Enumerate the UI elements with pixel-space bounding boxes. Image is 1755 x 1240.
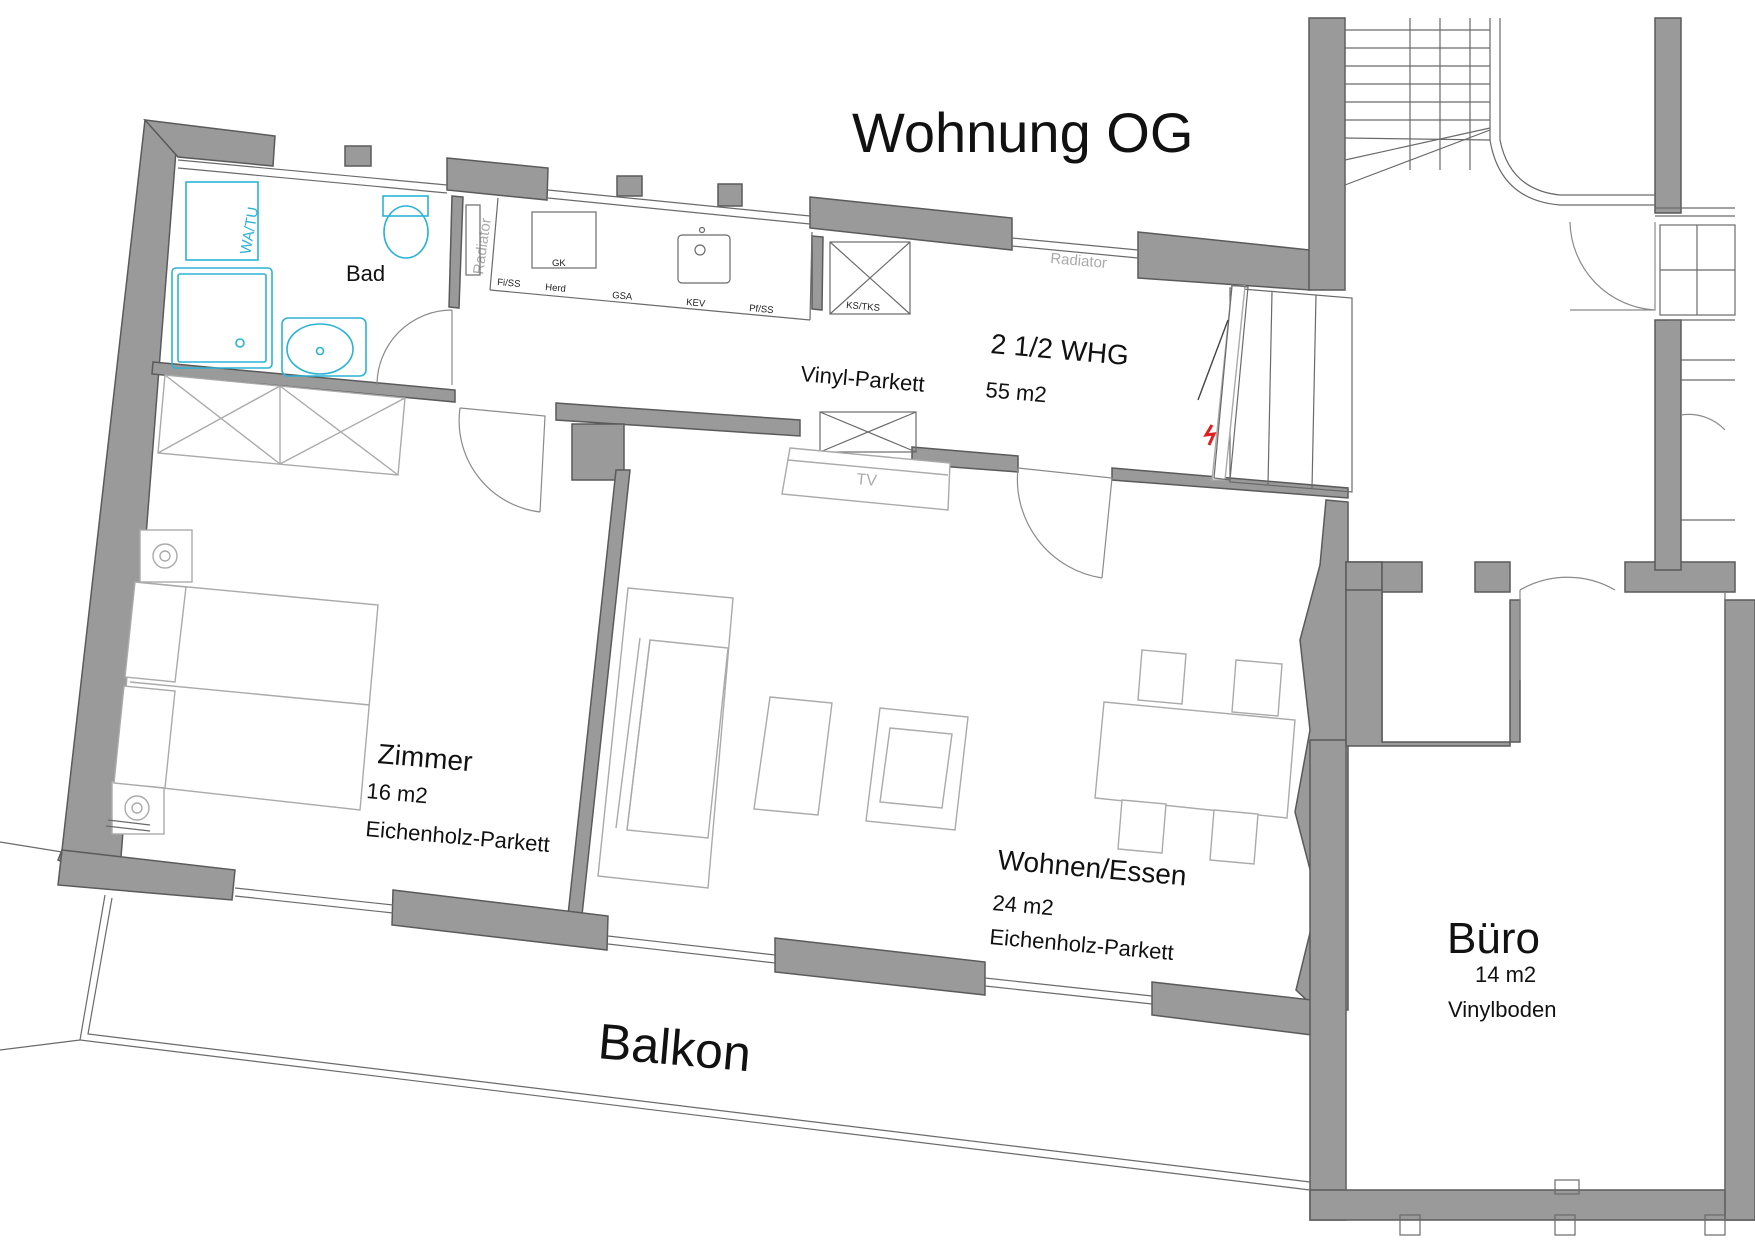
door-wohnen[interactable]	[1016, 467, 1113, 579]
wall-hall-bottom-3	[1111, 467, 1349, 499]
wall-top-3	[809, 196, 1013, 251]
kitchen: GK Fi/SS Herd GSA KEV Pf/SS Radiator	[465, 197, 813, 321]
kitchen-fi-ss: Fi/SS	[497, 277, 521, 290]
door-zimmer[interactable]	[458, 407, 546, 513]
entry-step	[1211, 285, 1353, 493]
kitchen-gk: GK	[552, 258, 566, 269]
wall-bottom-1	[57, 849, 236, 901]
wall-top-2	[446, 157, 549, 201]
wall-buero-mid	[1345, 589, 1521, 747]
room-name-zimmer: Zimmer	[376, 738, 473, 777]
wall-hall-bottom	[555, 402, 801, 437]
sink[interactable]	[677, 234, 731, 284]
walls	[57, 17, 1755, 1221]
dining-table	[1094, 701, 1296, 819]
kitchen-gsa: GSA	[612, 290, 634, 303]
ks-tks-cabinet	[829, 241, 911, 315]
room-floor-zimmer: Eichenholz-Parkett	[365, 816, 551, 857]
wall-stair-right-2	[1654, 319, 1682, 571]
chair-2	[1231, 659, 1283, 717]
chair-1	[1137, 649, 1187, 705]
pillow-1	[124, 581, 187, 683]
coffee-table	[753, 696, 833, 816]
chair-4	[1209, 809, 1259, 865]
labels: Wohnung OG Bad 2 1/2 WHG 55 m2 Vinyl-Par…	[346, 101, 1556, 1082]
stair-handrail	[1489, 18, 1655, 206]
wall-bath-right	[448, 195, 464, 309]
shower	[171, 267, 273, 369]
wall-stair	[1308, 17, 1346, 291]
wall-top-4	[1137, 231, 1311, 291]
toilet[interactable]	[382, 195, 429, 217]
wall-bottom-3	[774, 937, 986, 996]
doors	[376, 221, 1726, 680]
stair-treads	[1344, 18, 1491, 186]
hall-cabinet	[819, 411, 917, 453]
wall-top-1	[143, 119, 276, 167]
wall-post-3	[717, 183, 743, 207]
windows	[177, 159, 1153, 1005]
kitchen-pf-ss: Pf/SS	[749, 303, 774, 316]
buero-details	[1345, 593, 1726, 1236]
wall-bottom-4	[1151, 981, 1313, 1036]
pillow-2	[113, 685, 176, 789]
page-title: Wohnung OG	[852, 101, 1193, 164]
electric-symbol	[1203, 424, 1217, 446]
wall-stair-right	[1654, 17, 1682, 214]
bathroom-fixtures: WA/TU	[171, 181, 429, 377]
room-area-wohnen: 24 m2	[992, 890, 1055, 920]
bedroom-furniture	[105, 374, 406, 835]
wall-kitchen-right	[811, 235, 824, 311]
wall-buero-left	[1309, 739, 1347, 1221]
room-name-buero: Büro	[1447, 914, 1540, 963]
shaft	[571, 423, 625, 481]
staircase	[1344, 18, 1736, 521]
apartment-name: 2 1/2 WHG	[989, 328, 1130, 371]
wall-buero-top	[1345, 561, 1383, 594]
balcony-outline	[0, 841, 1311, 1191]
apartment-area: 55 m2	[985, 377, 1048, 407]
chair-3	[1117, 799, 1167, 854]
hall-fixtures: KS/TKS Radiator	[819, 241, 1249, 481]
living-furniture: TV	[597, 447, 1296, 889]
wall-post-1	[344, 145, 372, 167]
washer-dryer	[185, 181, 259, 261]
ks-tks-label: KS/TKS	[846, 300, 881, 314]
door-buero[interactable]	[1519, 576, 1616, 680]
distribution-panel	[1213, 284, 1249, 481]
wall-buero-right	[1724, 599, 1755, 1221]
wall-buero-stub-2	[1474, 561, 1511, 593]
radiator-left-label: Radiator	[470, 217, 495, 276]
room-area-zimmer: 16 m2	[366, 778, 429, 808]
radiator-right-label: Radiator	[1050, 250, 1108, 272]
wall-buero-bottom	[1309, 1189, 1755, 1221]
kitchen-herd: Herd	[545, 282, 566, 295]
hall-floor: Vinyl-Parkett	[800, 361, 926, 397]
tv-label[interactable]: TV	[856, 471, 878, 490]
kitchen-kev: KEV	[686, 297, 707, 310]
wall-bath-bottom	[151, 361, 456, 403]
wall-post-2	[616, 175, 643, 197]
door-stair[interactable]	[1569, 221, 1656, 311]
room-floor-wohnen: Eichenholz-Parkett	[989, 924, 1175, 965]
washbasin[interactable]	[281, 317, 367, 377]
door-stair-2[interactable]	[1680, 413, 1726, 431]
room-floor-buero: Vinylboden	[1448, 997, 1556, 1022]
fridge-gk	[531, 211, 597, 269]
door-bath[interactable]	[376, 309, 453, 386]
room-name-balkon: Balkon	[596, 1013, 753, 1082]
wall-buero-stub-1	[1381, 561, 1423, 593]
room-area-buero: 14 m2	[1475, 962, 1536, 987]
room-name-bad: Bad	[346, 261, 385, 286]
